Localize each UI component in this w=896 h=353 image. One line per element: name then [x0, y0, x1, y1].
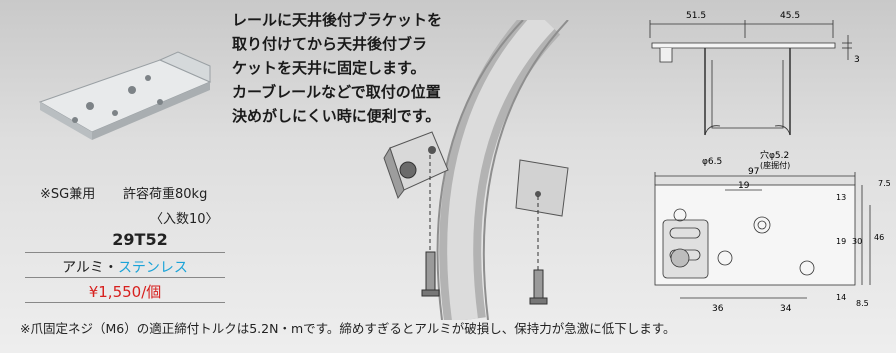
description-line: レールに天井後付ブラケットを: [232, 11, 443, 29]
divider: [25, 302, 225, 303]
price: ¥1,550/個: [88, 283, 162, 301]
description-line: 決めがしにくい時に便利です。: [232, 107, 441, 125]
divider: [25, 277, 225, 278]
pack-quantity: 〈入数10〉: [150, 212, 219, 227]
description-line: ケットを天井に固定します。: [232, 59, 426, 77]
dim-phi-6-5: φ6.5: [702, 157, 722, 167]
material-aluminum: アルミ・: [62, 260, 118, 276]
bracket-photo: [38, 51, 212, 140]
dim-3: 3: [854, 55, 860, 65]
dim-34: 34: [780, 304, 792, 314]
dim-14: 14: [836, 293, 846, 302]
dim-13: 13: [836, 193, 846, 202]
dim-36: 36: [712, 304, 724, 314]
technical-drawing: 51.5 45.5 3 穴φ5.2 (座掘付) φ6.5 97 19 13 7.…: [649, 11, 891, 314]
sg-compatible: ※SG兼用: [40, 187, 96, 202]
hole-label: 穴φ5.2: [760, 149, 789, 161]
dim-30: 30: [852, 237, 862, 246]
dim-51-5: 51.5: [686, 11, 706, 21]
dim-19-vertical: 19: [836, 237, 846, 246]
dim-97: 97: [748, 167, 759, 177]
product-code: 29T52: [112, 230, 168, 249]
counterbore-label: (座掘付): [760, 160, 790, 170]
material-stainless: ステンレス: [117, 260, 188, 276]
dim-19: 19: [738, 181, 750, 191]
dim-45-5: 45.5: [780, 11, 800, 21]
description-line: 取り付けてから天井後付ブラ: [232, 35, 428, 53]
description-line: カーブレールなどで取付の位置: [232, 83, 441, 101]
torque-note: ※爪固定ネジ（M6）の適正締付トルクは5.2N・mです。締めすぎるとアルミが破損…: [20, 321, 676, 336]
installation-illustration: [383, 20, 569, 320]
dim-8-5: 8.5: [856, 299, 869, 308]
material: アルミ・ステンレス: [25, 257, 225, 277]
load-capacity: 許容荷重80kg: [123, 187, 208, 202]
dim-7-5: 7.5: [878, 179, 891, 188]
dim-46: 46: [874, 233, 884, 242]
description-text: レールに天井後付ブラケットを 取り付けてから天井後付ブラ ケットを天井に固定しま…: [232, 8, 482, 128]
divider: [25, 252, 225, 253]
